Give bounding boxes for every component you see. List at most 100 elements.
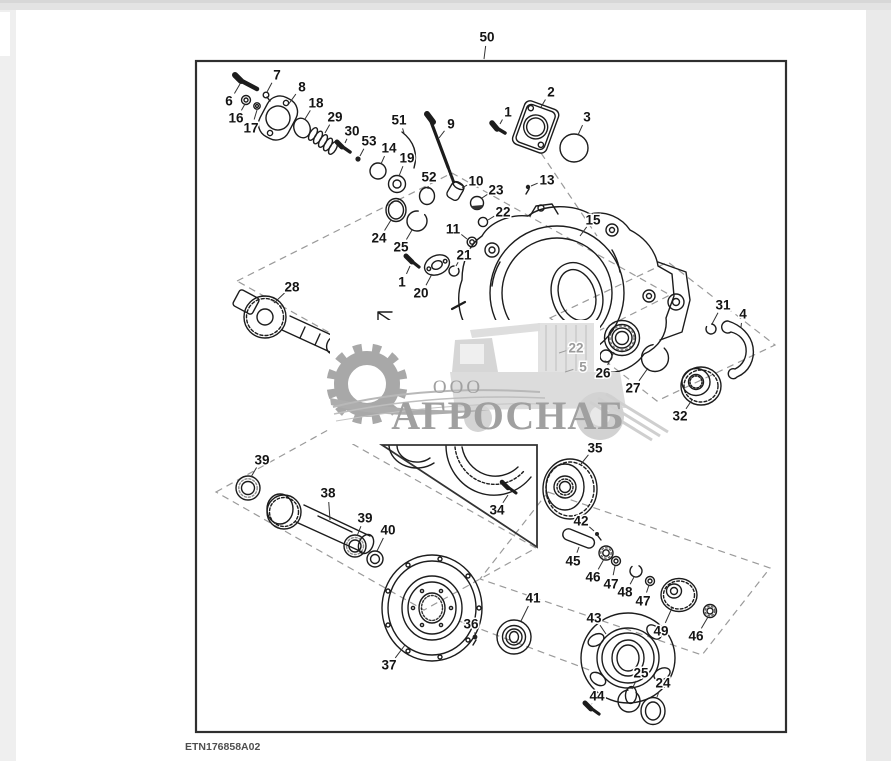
part-callout-47: 47	[635, 594, 650, 609]
part-1b-bolt	[403, 253, 421, 269]
part-callout-45: 45	[565, 554, 581, 569]
callout-leader	[499, 119, 503, 125]
part-18-o-ring	[293, 117, 311, 139]
callout-leader	[240, 103, 246, 111]
callout-leader	[588, 526, 595, 532]
part-callout-34: 34	[489, 503, 505, 518]
callout-leader	[324, 124, 331, 134]
part-callout-40: 40	[380, 523, 395, 538]
part-callout-7: 7	[273, 68, 281, 83]
callout-leader	[558, 350, 567, 354]
part-42-pin	[595, 532, 602, 541]
part-49-bevel-gear	[660, 577, 698, 613]
callout-leader	[250, 467, 257, 478]
callout-leader	[461, 184, 468, 189]
part-callout-6: 6	[225, 94, 233, 109]
callout-leader	[631, 680, 637, 690]
callout-leader	[607, 351, 615, 366]
part-callout-44: 44	[589, 689, 605, 704]
callout-leader	[394, 644, 406, 659]
part-25-snap-ring	[406, 210, 428, 232]
callout-leader	[406, 265, 411, 275]
callout-leader	[646, 584, 650, 593]
part-22-ring	[477, 216, 489, 228]
callout-leader	[402, 128, 405, 134]
callout-leader	[359, 148, 365, 157]
part-19-bushing	[387, 174, 407, 194]
callout-leader	[664, 607, 673, 624]
part-9-bolt	[424, 111, 456, 185]
group-bracket-51	[401, 131, 417, 169]
part-callout-18: 18	[308, 96, 324, 111]
part-callout-21: 21	[456, 248, 472, 263]
part-46b-washer	[702, 603, 718, 619]
left-chrome-box	[0, 12, 10, 56]
callout-leader	[599, 624, 607, 635]
part-callout-50: 50	[479, 30, 494, 45]
callout-leader	[481, 194, 488, 199]
callout-leader	[612, 565, 616, 576]
assembly-guide-lines	[214, 152, 777, 672]
part-24-seal-ring	[385, 197, 407, 223]
part-26-bearing	[603, 319, 641, 357]
part-6-bolt	[232, 72, 260, 92]
part-34-bolt	[499, 479, 518, 495]
part-callout-31: 31	[715, 298, 731, 313]
callout-leader	[487, 215, 495, 221]
part-17-washer	[253, 102, 261, 110]
callout-leader	[576, 546, 580, 553]
part-48-c-clip	[629, 564, 643, 578]
part-callout-32: 32	[672, 409, 687, 424]
part-callout-39: 39	[254, 453, 269, 468]
part-callout-46: 46	[585, 570, 601, 585]
part-callout-16: 16	[228, 111, 244, 126]
part-callout-27: 27	[625, 381, 640, 396]
part-callout-48: 48	[617, 585, 633, 600]
callout-leader	[425, 273, 433, 286]
part-callout-17: 17	[243, 121, 258, 136]
callout-leader	[520, 605, 529, 622]
callout-leader	[638, 367, 649, 382]
callout-leader	[266, 82, 273, 93]
callout-leader	[328, 501, 331, 521]
callout-leader	[344, 138, 348, 144]
callout-leader	[579, 226, 588, 237]
part-2-flange	[511, 100, 560, 154]
part-23-plug	[469, 195, 485, 211]
figure-id: ETN176858A02	[185, 741, 260, 753]
part-callout-43: 43	[586, 611, 602, 626]
part-callout-2: 2	[547, 85, 555, 100]
part-callout-28: 28	[284, 280, 300, 295]
part-callout-49: 49	[653, 624, 668, 639]
callout-leader	[356, 526, 362, 537]
part-callout-53: 53	[361, 134, 377, 149]
callout-leader	[656, 691, 660, 698]
part-callout-30: 30	[344, 124, 359, 139]
part-callout-37: 37	[381, 658, 396, 673]
callout-leader	[577, 124, 583, 136]
part-callout-20: 20	[413, 286, 428, 301]
part-43-hub-flange	[580, 612, 676, 705]
part-callout-5: 5	[579, 360, 587, 375]
callout-leader	[711, 312, 719, 325]
part-24b-seal	[640, 696, 666, 726]
callout-leader	[460, 233, 468, 240]
part-14-ring	[369, 162, 387, 180]
part-callout-22: 22	[568, 341, 583, 356]
part-callout-10: 10	[468, 174, 483, 189]
top-bar-edge	[0, 0, 891, 3]
part-44-bolt	[582, 700, 601, 716]
part-callout-24: 24	[655, 676, 671, 691]
part-41-seal-bearing	[496, 619, 532, 655]
callout-leader	[483, 45, 487, 60]
part-32-coupler	[680, 366, 722, 406]
part-callout-22: 22	[495, 205, 510, 220]
callout-leader	[376, 537, 384, 552]
callout-leader	[564, 368, 574, 373]
part-40-ring	[366, 550, 384, 568]
callout-leader	[438, 130, 445, 139]
callout-leader	[629, 576, 635, 585]
callout-leader	[380, 155, 385, 165]
part-callout-51: 51	[391, 113, 407, 128]
